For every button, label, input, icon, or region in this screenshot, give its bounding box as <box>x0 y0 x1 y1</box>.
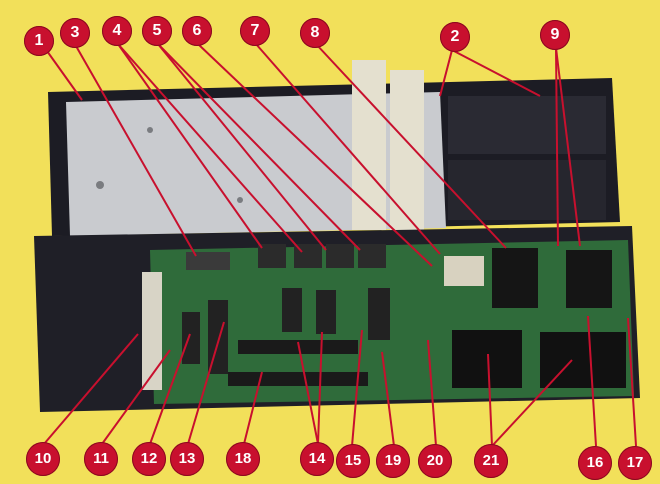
case-compartment <box>448 96 606 154</box>
port-block <box>452 330 522 388</box>
callout-1: 1 <box>24 26 54 56</box>
ribbon-cable <box>390 70 424 230</box>
callout-3: 3 <box>60 18 90 48</box>
connector <box>358 244 386 268</box>
callout-11: 11 <box>84 442 118 476</box>
chip <box>282 288 302 332</box>
callout-12: 12 <box>132 442 166 476</box>
chip <box>316 290 336 334</box>
callout-17: 17 <box>618 446 652 480</box>
connector <box>258 244 286 268</box>
chip <box>368 288 390 340</box>
callout-4: 4 <box>102 16 132 46</box>
screw-hole <box>237 197 243 203</box>
heatsink <box>566 250 612 308</box>
ram-row <box>228 372 368 386</box>
chip <box>182 312 200 364</box>
chip <box>208 300 228 374</box>
callout-5: 5 <box>142 16 172 46</box>
connector <box>186 252 230 270</box>
callout-2: 2 <box>440 22 470 52</box>
ribbon-cable <box>352 60 386 230</box>
callout-14: 14 <box>300 442 334 476</box>
callout-8: 8 <box>300 18 330 48</box>
callout-16: 16 <box>578 446 612 480</box>
screw-hole <box>96 181 104 189</box>
callout-18: 18 <box>226 442 260 476</box>
callout-9: 9 <box>540 20 570 50</box>
modulator <box>444 256 484 286</box>
case-compartment <box>448 160 606 220</box>
callout-7: 7 <box>240 16 270 46</box>
connector <box>326 244 354 268</box>
edge-connector <box>142 272 162 390</box>
callout-20: 20 <box>418 444 452 478</box>
screw-hole <box>147 127 153 133</box>
callout-21: 21 <box>474 444 508 478</box>
callout-15: 15 <box>336 444 370 478</box>
callout-13: 13 <box>170 442 204 476</box>
callout-19: 19 <box>376 444 410 478</box>
leader-lines <box>41 43 637 447</box>
callout-10: 10 <box>26 442 60 476</box>
callout-6: 6 <box>182 16 212 46</box>
heatsink <box>492 248 538 308</box>
